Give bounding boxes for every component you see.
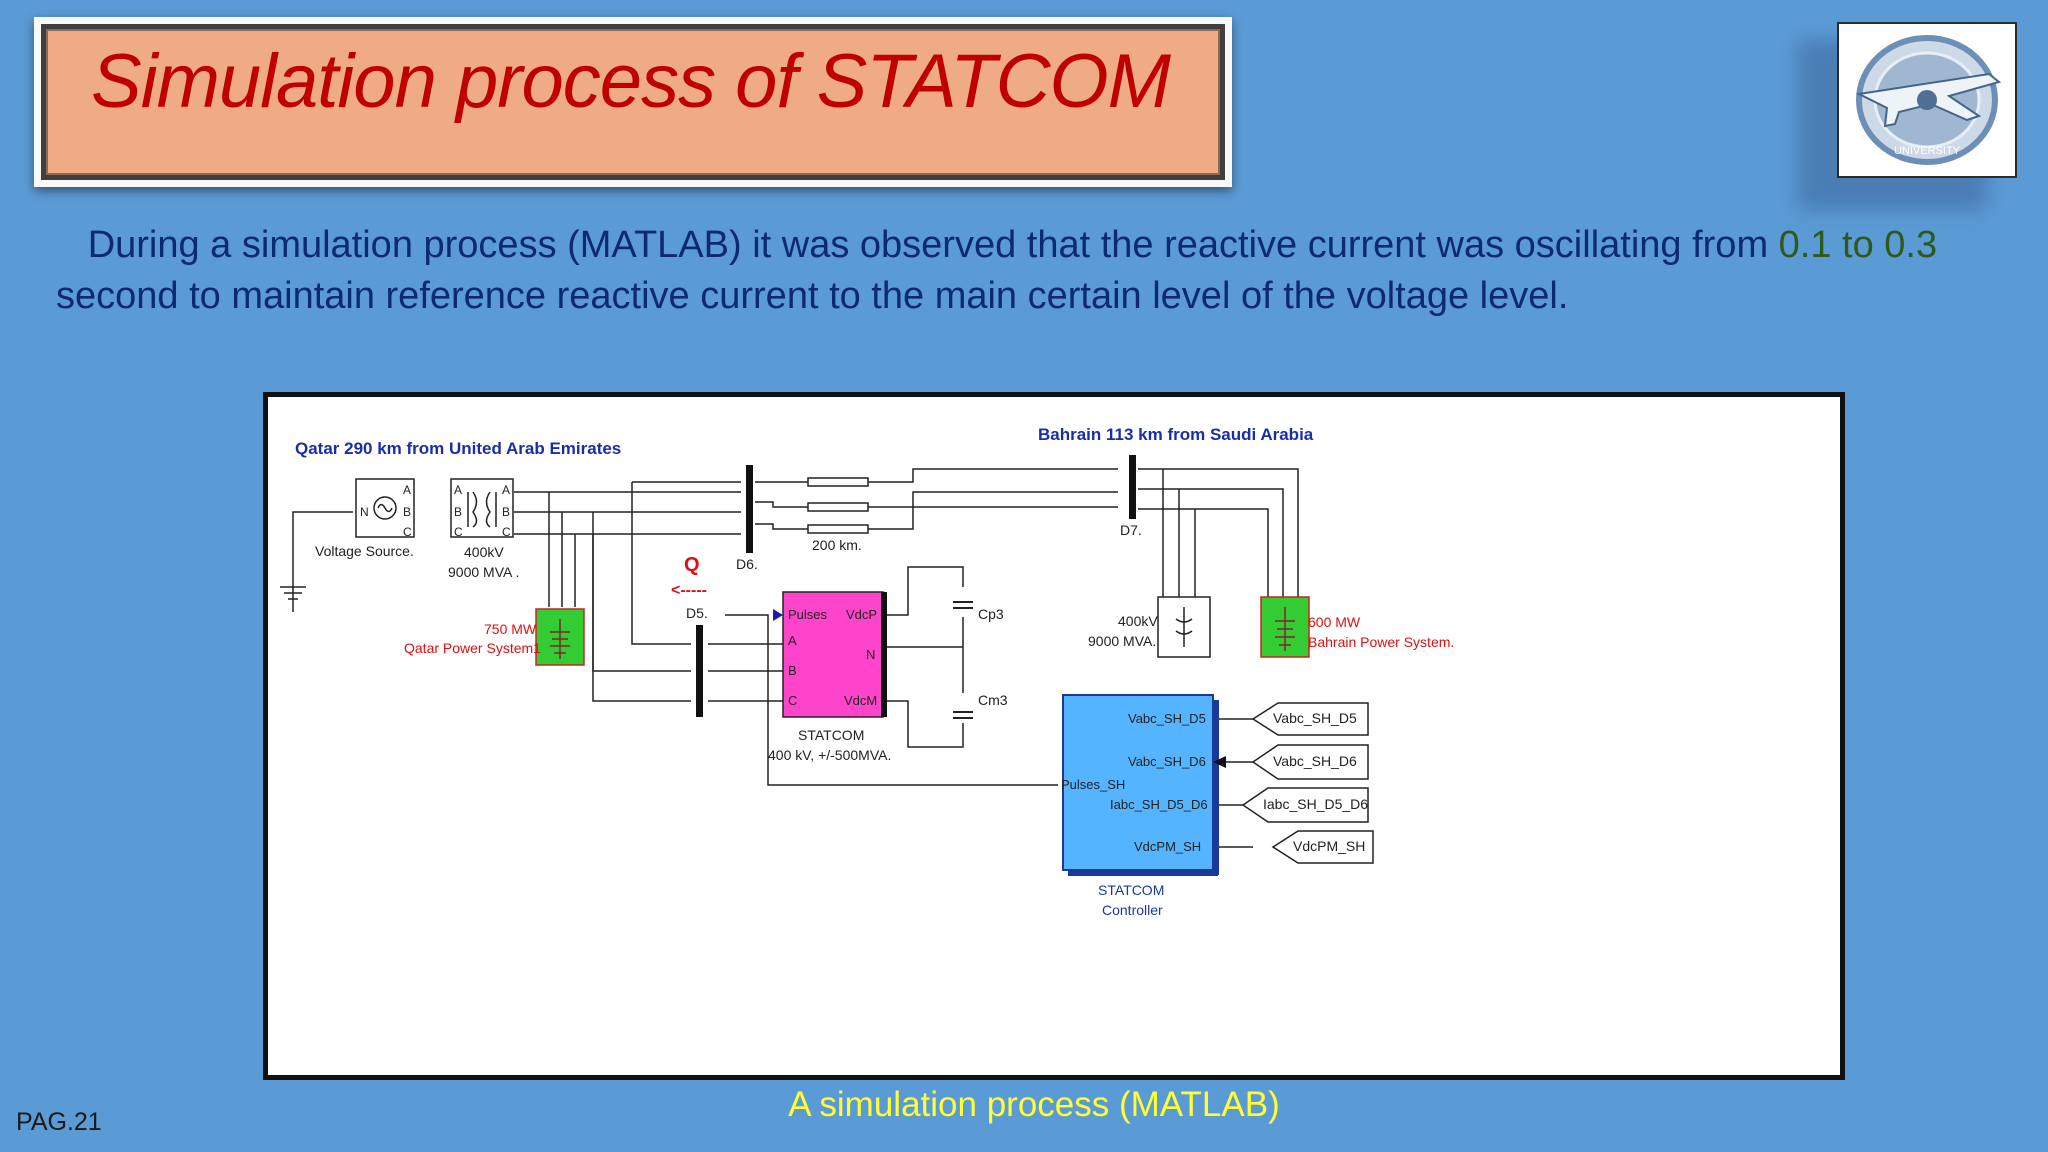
controller-input-4: VdcPM_SH [1134,839,1201,854]
statcom-port-b: B [788,663,797,678]
transformer-2-mva: 9000 MVA. [1088,633,1156,649]
controller-output-pulses: Pulses_SH [1061,777,1125,792]
goto-tag-3: Iabc_SH_D5_D6 [1263,796,1368,812]
q-arrow-icon: <----- [671,582,707,599]
bahrain-label: Bahrain 113 km from Saudi Arabia [1038,425,1314,444]
qatar-load-name: Qatar Power System1 [404,640,541,656]
simulink-diagram: Qatar 290 km from United Arab Emirates B… [263,392,1845,1080]
paragraph-text-1: During a simulation process (MATLAB) it … [87,224,1779,266]
xfmr-port-a-in: A [454,483,462,497]
xfmr-port-b-in: B [454,505,462,519]
xfmr-port-c-in: C [454,525,463,539]
statcom-port-n: N [866,647,875,662]
statcom-port-a: A [788,633,797,648]
source-port-c: C [403,525,412,539]
bahrain-load-name: Bahrain Power System. [1308,634,1454,650]
statcom-port-vdcm: VdcM [844,693,877,708]
qatar-label: Qatar 290 km from United Arab Emirates [295,439,621,458]
statcom-rating: 400 kV, +/-500MVA. [768,747,891,763]
university-logo: UNIVERSITY [1837,22,2017,178]
qatar-load-mw: 750 MW [484,621,537,637]
transformer-400kv-block [450,478,514,538]
controller-name: STATCOM [1098,882,1164,898]
statcom-port-vdcp: VdcP [846,607,877,622]
statcom-controller-block[interactable] [1062,694,1214,871]
statcom-circuit-diagram: Qatar 290 km from United Arab Emirates B… [280,425,1454,918]
bahrain-load-mw: 600 MW [1308,614,1361,630]
q-label: Q [684,554,700,576]
title-banner [34,17,1232,187]
xfmr-port-b-out: B [502,505,510,519]
highlighted-interval: 0.1 to 0.3 [1778,224,1938,266]
page-number: PAG.21 [16,1108,102,1136]
figure-caption: A simulation process (MATLAB) [788,1085,1280,1124]
goto-tag-4: VdcPM_SH [1293,838,1365,854]
xfmr-port-a-out: A [502,483,510,497]
statcom-block[interactable] [782,591,884,718]
goto-tag-2: Vabc_SH_D6 [1273,753,1357,769]
statcom-name: STATCOM [798,727,864,743]
cap-cm3-label: Cm3 [978,692,1008,708]
statcom-port-c: C [788,693,797,708]
goto-tag-1: Vabc_SH_D5 [1273,710,1357,726]
bus-d5-label: D5. [686,605,708,621]
xfmr-port-c-out: C [502,525,511,539]
controller-input-3: Iabc_SH_D5_D6 [1110,797,1208,812]
transformer-2-kv: 400kV [1118,613,1158,629]
source-port-n: N [360,505,369,519]
source-port-b: B [403,505,411,519]
bus-d7-label: D7. [1120,522,1142,538]
bus-d6-label: D6. [736,556,758,572]
controller-input-1: Vabc_SH_D5 [1128,711,1206,726]
logo-text: UNIVERSITY [1894,145,1961,157]
source-port-a: A [403,483,411,497]
line-length-label: 200 km. [812,537,862,553]
statcom-port-pulses: Pulses [788,607,828,622]
cap-cp3-label: Cp3 [978,606,1004,622]
airplane-logo-icon: UNIVERSITY [1855,35,2002,165]
voltage-source-label-placed: Voltage Source. [315,543,414,559]
paragraph-text-2: second to maintain reference reactive cu… [56,275,1569,317]
description-paragraph: During a simulation process (MATLAB) it … [56,220,2006,322]
transformer-1-kv: 400kV [464,544,504,560]
controller-input-2: Vabc_SH_D6 [1128,754,1206,769]
transformer-1-mva: 9000 MVA . [448,564,519,580]
slide-title: Simulation process of STATCOM [91,39,1171,124]
controller-subname: Controller [1102,902,1163,918]
